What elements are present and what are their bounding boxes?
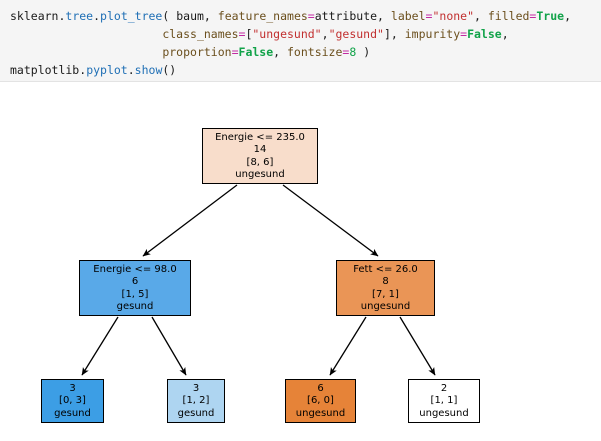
node-condition: Energie <= 235.0 <box>215 132 305 143</box>
node-class: ungesund <box>235 169 285 181</box>
code-token: sklearn <box>10 9 59 23</box>
code-token: "none" <box>432 9 475 23</box>
code-token: False <box>467 27 502 41</box>
tree-edge <box>142 184 238 257</box>
code-token: . <box>93 9 101 23</box>
code-token: [ <box>245 27 253 41</box>
code-token: , <box>377 9 391 23</box>
node-class: ungesund <box>360 301 411 313</box>
tree-edge <box>151 316 187 376</box>
code-token: = <box>460 27 468 41</box>
code-token: feature_names <box>217 9 308 23</box>
code-token: , <box>501 27 509 41</box>
code-token: , <box>203 9 218 23</box>
code-token: show <box>134 63 163 77</box>
code-line: proportion=False, fontsize=8 ) <box>10 45 370 59</box>
code-token: , <box>273 45 287 59</box>
node-samples: 3 <box>69 383 76 394</box>
node-value: [1, 2] <box>182 395 210 407</box>
code-token: , <box>474 9 488 23</box>
code-token <box>10 45 162 59</box>
code-token: , <box>390 27 405 41</box>
node-samples: 6 <box>317 383 324 394</box>
node-condition: Energie <= 98.0 <box>93 264 177 275</box>
tree-edge <box>329 316 367 376</box>
code-token: plot_tree <box>100 9 163 23</box>
code-token: ] <box>383 27 391 41</box>
code-token: , <box>321 27 329 41</box>
code-token: , <box>564 9 571 23</box>
code-token: () <box>162 63 177 77</box>
code-token: impurity <box>404 27 461 41</box>
code-token: . <box>58 9 66 23</box>
code-token: attribute <box>314 9 378 23</box>
node-class: ungesund <box>295 407 346 419</box>
code-token: . <box>79 63 87 77</box>
node-class: ungesund <box>419 407 469 419</box>
node-value: [1, 1] <box>430 395 458 407</box>
node-class: gesund <box>177 407 215 419</box>
code-token <box>10 27 162 41</box>
node-value: [6, 0] <box>307 395 334 407</box>
code-token: ) <box>356 45 371 59</box>
code-token: proportion <box>162 45 232 59</box>
node-samples: 2 <box>440 383 448 394</box>
code-line: matplotlib.pyplot.show() <box>10 63 176 77</box>
tree-edge <box>282 184 379 257</box>
tree-node-l4: 2[1, 1]ungesund <box>408 379 480 423</box>
code-block: sklearn.tree.plot_tree( baum, feature_na… <box>0 0 601 82</box>
node-samples: 8 <box>382 276 389 288</box>
tree-edges <box>81 184 436 376</box>
code-token: tree <box>65 9 94 23</box>
code-token: = <box>425 9 433 23</box>
code-token: matplotlib <box>10 63 80 77</box>
code-token: False <box>238 45 274 59</box>
node-value: [1, 5] <box>121 288 149 300</box>
code-token: "gesund" <box>328 27 384 41</box>
code-line: class_names=["ungesund","gesund"], impur… <box>10 27 509 41</box>
code-token: "ungesund" <box>252 27 322 41</box>
code-token: class_names <box>162 27 239 41</box>
tree-node-l1: 3[0, 3]gesund <box>41 379 104 423</box>
code-token: . <box>127 63 135 77</box>
tree-edge <box>81 316 119 376</box>
code-token: filled <box>487 9 530 23</box>
code-token: = <box>529 9 537 23</box>
code-token: ( <box>162 9 177 23</box>
code-token: fontsize <box>287 45 343 59</box>
node-samples: 6 <box>131 276 139 288</box>
node-value: [8, 6] <box>246 156 274 168</box>
code-token: 8 <box>349 45 357 59</box>
code-token: = <box>342 45 350 59</box>
code-token: label <box>390 9 426 23</box>
node-samples: 14 <box>253 144 267 156</box>
tree-edge <box>399 316 436 376</box>
node-value: [7, 1] <box>372 288 399 300</box>
tree-node-l3: 6[6, 0]ungesund <box>285 379 356 423</box>
node-condition: Fett <= 26.0 <box>353 264 418 275</box>
node-class: gesund <box>116 301 154 313</box>
node-samples: 3 <box>192 383 200 394</box>
code-token: = <box>238 27 246 41</box>
code-token: baum <box>176 9 204 23</box>
node-class: gesund <box>54 407 91 419</box>
node-value: [0, 3] <box>59 395 86 407</box>
code-token: = <box>231 45 239 59</box>
code-token: = <box>307 9 315 23</box>
code-line: sklearn.tree.plot_tree( baum, feature_na… <box>10 9 571 23</box>
code-token: pyplot <box>86 63 128 77</box>
tree-node-l2: 3[1, 2]gesund <box>167 379 225 423</box>
code-token: True <box>536 9 565 23</box>
